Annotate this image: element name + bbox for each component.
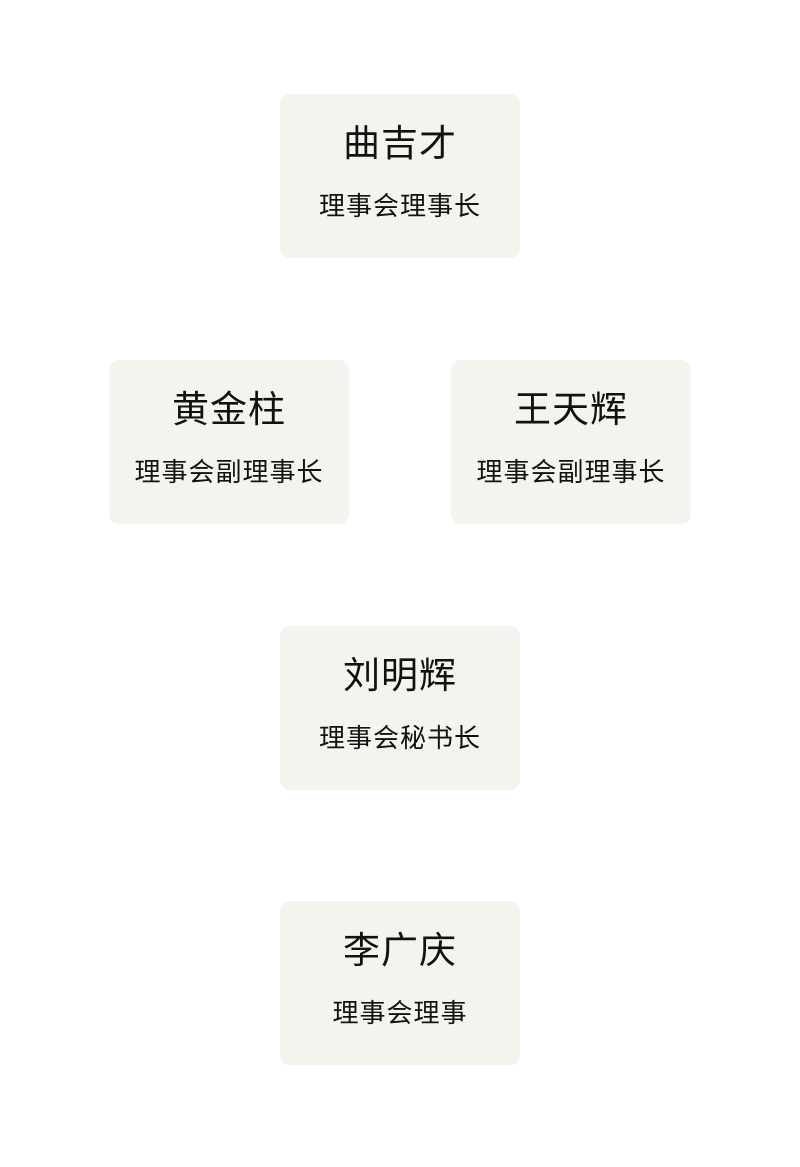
member-name: 李广庆 (343, 929, 457, 972)
member-title: 理事会理事长 (318, 192, 481, 222)
member-name: 王天辉 (514, 388, 628, 431)
member-card-chairman: 曲吉才 理事会理事长 (280, 94, 520, 258)
member-card-secretary-general: 刘明辉 理事会秘书长 (280, 626, 520, 790)
member-title: 理事会副理事长 (134, 458, 324, 488)
member-name: 刘明辉 (343, 654, 457, 697)
member-card-director: 李广庆 理事会理事 (280, 901, 520, 1065)
member-title: 理事会副理事长 (476, 458, 666, 488)
member-title: 理事会理事 (332, 999, 468, 1029)
member-card-vice-chairman-right: 王天辉 理事会副理事长 (451, 360, 691, 524)
member-title: 理事会秘书长 (318, 724, 481, 754)
member-card-vice-chairman-left: 黄金柱 理事会副理事长 (109, 360, 349, 524)
member-name: 黄金柱 (172, 388, 286, 431)
member-name: 曲吉才 (343, 122, 457, 165)
